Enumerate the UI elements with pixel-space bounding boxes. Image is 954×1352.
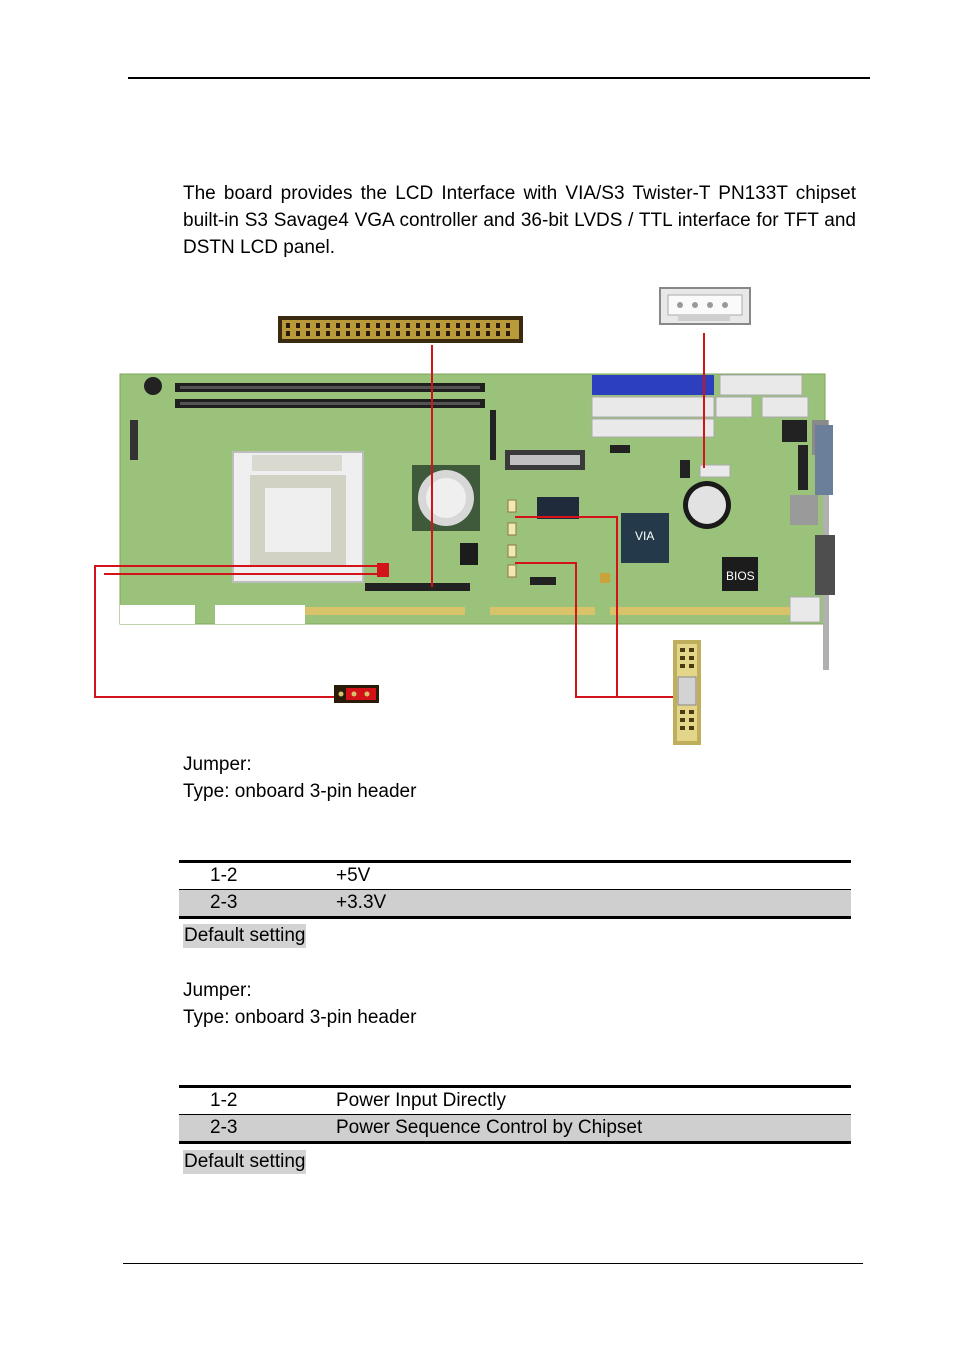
jumper1-settings-table: 1-2 +5V 2-3 +3.3V — [179, 860, 851, 919]
jumper2-type: Type: onboard 3-pin header — [183, 1007, 417, 1028]
default-setting-label: Default setting — [183, 1150, 307, 1174]
header-rule — [128, 77, 870, 79]
jumper-block-icon — [673, 640, 701, 745]
table-row: 1-2 +5V — [179, 860, 851, 890]
setting-cell: 2-3 — [179, 1114, 336, 1144]
bios-label: BIOS — [726, 569, 755, 583]
table-row: 2-3 Power Sequence Control by Chipset — [179, 1114, 851, 1144]
table-row: 1-2 Power Input Directly — [179, 1085, 851, 1115]
description-cell: +5V — [336, 860, 851, 890]
table-row: 2-3 +3.3V — [179, 889, 851, 919]
jumper2-label: Jumper: — [183, 980, 252, 1001]
setting-cell: 2-3 — [179, 889, 336, 919]
board-diagram: VIA BIOS — [94, 287, 835, 745]
jumper2-settings-table: 1-2 Power Input Directly 2-3 Power Seque… — [179, 1085, 851, 1144]
description-cell: +3.3V — [336, 889, 851, 919]
power-connector — [659, 287, 751, 325]
default-setting-label: Default setting — [183, 924, 307, 948]
jumper-3pin-icon — [334, 685, 379, 703]
footer-rule — [123, 1263, 863, 1264]
callout-lines — [94, 333, 705, 698]
description-cell: Power Sequence Control by Chipset — [336, 1114, 851, 1144]
chip-label: VIA — [635, 529, 654, 543]
intro-paragraph: The board provides the LCD Interface wit… — [183, 183, 856, 258]
jumper1-type: Type: onboard 3-pin header — [183, 781, 417, 802]
setting-cell: 1-2 — [179, 1085, 336, 1115]
jumper1-label: Jumper: — [183, 754, 252, 775]
description-cell: Power Input Directly — [336, 1085, 851, 1115]
motherboard: VIA BIOS — [119, 373, 835, 670]
setting-cell: 1-2 — [179, 860, 336, 890]
lcd-header-connector — [278, 316, 523, 343]
